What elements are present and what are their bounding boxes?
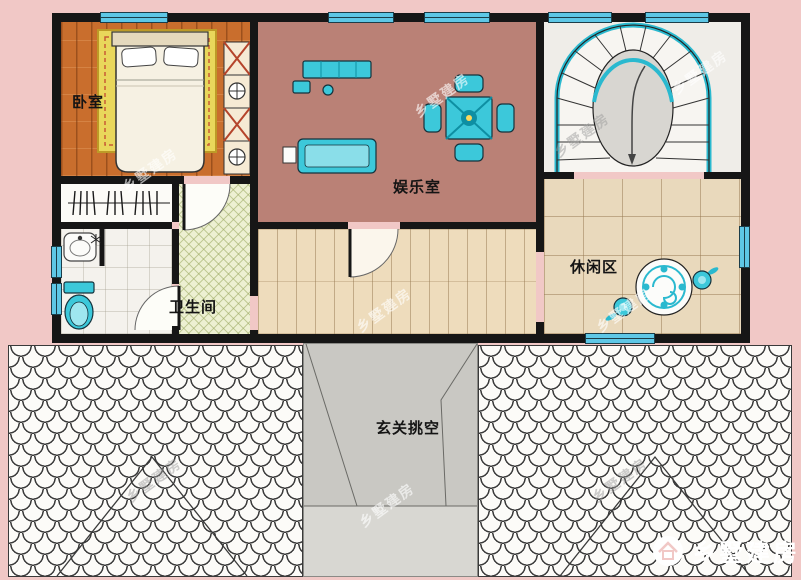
room-stair-floor: [544, 22, 741, 172]
room-closet-floor: [61, 184, 172, 222]
room-bathroom-floor: [61, 229, 172, 334]
label-leisure: 休闲区: [569, 259, 618, 276]
wall-entertainment-stair: [536, 13, 544, 229]
label-bathroom: 卫生间: [168, 299, 217, 316]
window-bedroom-top: [100, 12, 168, 23]
brand-logo-text: 乡墅建房: [692, 540, 800, 567]
brand-logo-icon: [653, 535, 683, 566]
wall-closet-bottom: [52, 222, 172, 229]
wall-bedroom-bottom-a: [52, 176, 184, 184]
wall-stair-leisure-b: [704, 172, 750, 179]
room-hallway-floor: [258, 229, 536, 334]
brand-logo: 乡墅建房: [652, 533, 800, 568]
window-bathroom-left-1: [51, 246, 62, 278]
wall-hall-leisure-lower: [536, 322, 544, 343]
wall-bath-landing-lower: [172, 326, 179, 334]
wall-hall-leisure-upper: [536, 229, 544, 252]
wall-outer-bottom: [52, 334, 750, 343]
entry-void-area: [303, 343, 478, 577]
wall-landing-hall-upper: [250, 184, 258, 296]
window-entertainment-top-1: [328, 12, 394, 23]
wall-stair-leisure-a: [544, 172, 574, 179]
wall-bedroom-entertainment: [250, 13, 258, 184]
roof-left-tiles: [8, 345, 303, 577]
wall-bedroom-bottom-b: [230, 176, 258, 184]
wall-outer-top: [52, 13, 750, 22]
window-entertainment-top-2: [424, 12, 490, 23]
wall-bath-landing-upper: [172, 229, 179, 284]
wall-landing-hall-lower: [250, 330, 258, 343]
wall-entertainment-bottom-b: [400, 222, 544, 229]
label-bedroom: 卧室: [71, 94, 104, 111]
wall-closet-landing: [172, 184, 179, 222]
window-stair-top-1: [548, 12, 612, 23]
label-entertainment: 娱乐室: [392, 179, 441, 196]
wall-entertainment-bottom-a: [250, 222, 348, 229]
room-leisure-floor: [544, 179, 741, 334]
window-stair-top-2: [645, 12, 709, 23]
window-leisure-bottom: [585, 333, 655, 344]
window-leisure-right: [739, 226, 750, 268]
label-entry-void: 玄关挑空: [375, 420, 440, 437]
window-bathroom-left-2: [51, 283, 62, 315]
